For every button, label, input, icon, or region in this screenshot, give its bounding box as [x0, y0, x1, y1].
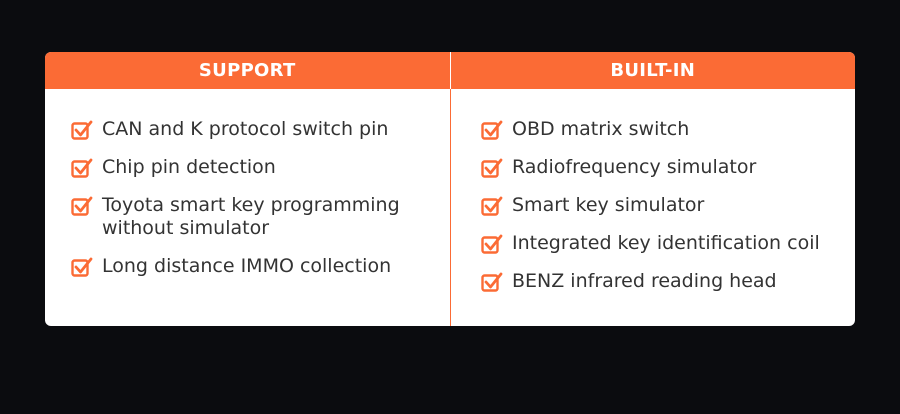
list-item: Chip pin detection — [71, 156, 411, 179]
list-item: Radiofrequency simulator — [481, 156, 820, 179]
checkbox-checked-icon — [71, 158, 93, 178]
checkbox-checked-icon — [71, 257, 93, 277]
item-label: BENZ infrared reading head — [512, 270, 777, 292]
support-list: CAN and K protocol switch pin Chip pin d… — [71, 118, 411, 293]
checkbox-checked-icon — [481, 272, 503, 292]
list-item: Integrated key identification coil — [481, 232, 820, 255]
checkbox-checked-icon — [71, 120, 93, 140]
builtin-list: OBD matrix switch Radiofrequency simulat… — [481, 118, 820, 308]
list-item: OBD matrix switch — [481, 118, 820, 141]
item-label: OBD matrix switch — [512, 118, 690, 140]
checkbox-checked-icon — [481, 120, 503, 140]
checkbox-checked-icon — [481, 196, 503, 216]
list-item: CAN and K protocol switch pin — [71, 118, 411, 141]
list-item: Long distance IMMO collection — [71, 255, 411, 278]
feature-card: SUPPORT BUILT-IN CAN and K protocol swit… — [45, 52, 855, 326]
checkbox-checked-icon — [481, 158, 503, 178]
item-label: Long distance IMMO collection — [102, 255, 392, 277]
item-label: Toyota smart key programming without sim… — [102, 194, 400, 239]
item-label: Integrated key identification coil — [512, 232, 820, 254]
item-label: Radiofrequency simulator — [512, 156, 757, 178]
support-header: SUPPORT — [45, 52, 451, 89]
list-item: BENZ infrared reading head — [481, 270, 820, 293]
builtin-header: BUILT-IN — [610, 60, 696, 81]
checkbox-checked-icon — [71, 196, 93, 216]
item-label: CAN and K protocol switch pin — [102, 118, 389, 140]
item-label: Chip pin detection — [102, 156, 276, 178]
column-divider — [450, 89, 451, 326]
item-label: Smart key simulator — [512, 194, 705, 216]
list-item: Toyota smart key programming without sim… — [71, 194, 411, 240]
card-header: SUPPORT BUILT-IN — [45, 52, 855, 89]
checkbox-checked-icon — [481, 234, 503, 254]
list-item: Smart key simulator — [481, 194, 820, 217]
